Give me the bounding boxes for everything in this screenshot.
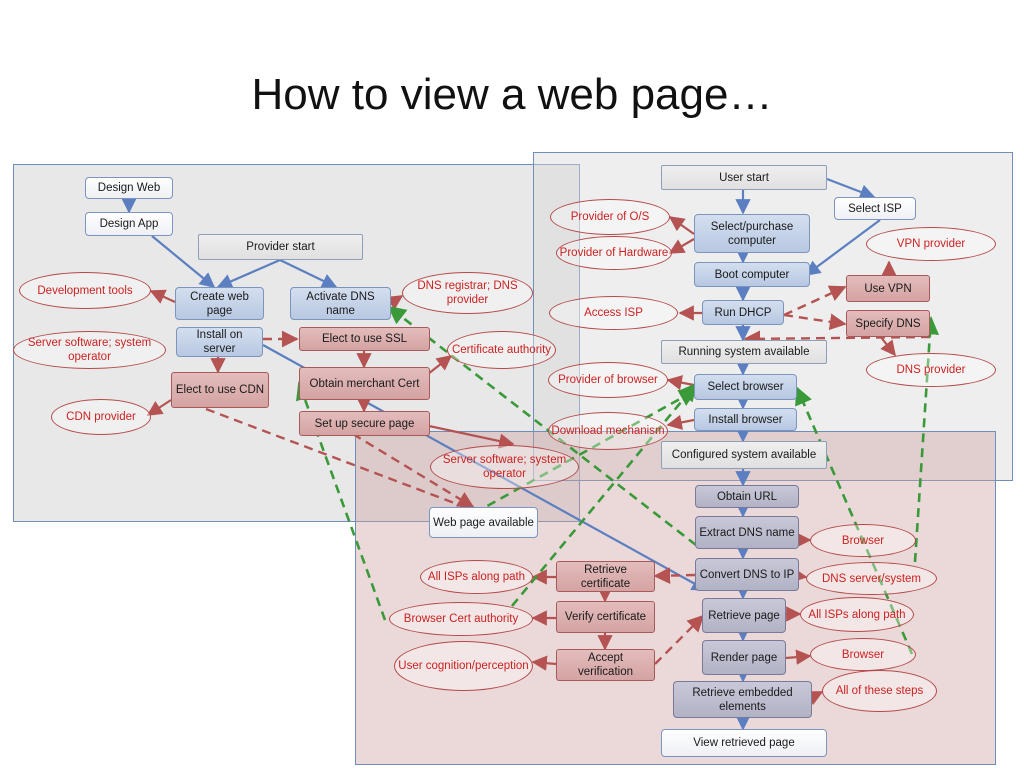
oval-vpn-provider: VPN provider: [866, 227, 996, 261]
oval-dev-tools: Development tools: [19, 272, 151, 309]
oval-all-isps-1: All ISPs along path: [420, 560, 533, 594]
oval-dns-registrar: DNS registrar; DNS provider: [402, 272, 533, 314]
oval-server-software-1: Server software; system operator: [13, 331, 166, 369]
create-web-page-node: Create web page: [175, 287, 264, 320]
web-page-available-node: Web page available: [429, 507, 538, 538]
boot-computer-node: Boot computer: [694, 262, 810, 287]
verify-cert-node: Verify certificate: [556, 601, 655, 633]
obtain-cert-node: Obtain merchant Cert: [299, 367, 430, 400]
provider-start-node: Provider start: [198, 234, 363, 260]
design-app-node: Design App: [85, 212, 173, 236]
extract-dns-node: Extract DNS name: [695, 516, 799, 549]
oval-cdn-provider: CDN provider: [51, 399, 151, 435]
activate-dns-node: Activate DNS name: [290, 287, 391, 320]
oval-provider-os: Provider of O/S: [550, 199, 670, 235]
convert-dns-node: Convert DNS to IP: [695, 558, 799, 591]
render-page-node: Render page: [702, 640, 786, 675]
select-computer-node: Select/purchase computer: [694, 214, 810, 253]
obtain-url-node: Obtain URL: [695, 485, 799, 508]
elect-ssl-node: Elect to use SSL: [299, 327, 430, 351]
oval-all-steps: All of these steps: [822, 670, 937, 712]
install-browser-node: Install browser: [694, 408, 797, 431]
specify-dns-node: Specify DNS: [846, 310, 930, 337]
install-on-server-node: Install on server: [176, 327, 263, 357]
oval-access-isp: Access ISP: [549, 296, 678, 330]
retrieve-page-node: Retrieve page: [702, 598, 786, 633]
oval-browser-cert-authority: Browser Cert authority: [389, 602, 533, 636]
slide-title: How to view a web page…: [251, 70, 773, 119]
oval-browser-2: Browser: [810, 638, 916, 671]
oval-cert-authority: Certificate authority: [447, 331, 556, 369]
oval-all-isps-2: All ISPs along path: [800, 597, 914, 632]
design-web-node: Design Web: [85, 177, 173, 199]
select-isp-node: Select ISP: [834, 197, 916, 220]
oval-download-mechanism: Download mechanism: [548, 412, 668, 450]
run-dhcp-node: Run DHCP: [702, 300, 784, 325]
oval-provider-hardware: Provider of Hardware: [556, 236, 672, 270]
oval-browser-1: Browser: [810, 524, 916, 557]
retrieve-embedded-node: Retrieve embedded elements: [673, 681, 812, 718]
accept-verification-node: Accept verification: [556, 649, 655, 681]
view-retrieved-page-node: View retrieved page: [661, 729, 827, 757]
elect-cdn-node: Elect to use CDN: [171, 372, 269, 408]
setup-secure-page-node: Set up secure page: [299, 411, 430, 436]
use-vpn-node: Use VPN: [846, 275, 930, 302]
running-system-node: Running system available: [661, 340, 827, 364]
retrieve-cert-node: Retrieve certificate: [556, 561, 655, 592]
oval-dns-server-system: DNS server/system: [806, 562, 937, 595]
select-browser-node: Select browser: [694, 374, 797, 400]
oval-dns-provider: DNS provider: [866, 353, 996, 387]
configured-system-node: Configured system available: [661, 441, 827, 469]
oval-user-cognition: User cognition/perception: [394, 641, 533, 691]
user-start-node: User start: [661, 165, 827, 190]
oval-server-software-2: Server software; system operator: [430, 445, 579, 489]
oval-provider-browser: Provider of browser: [548, 362, 668, 398]
